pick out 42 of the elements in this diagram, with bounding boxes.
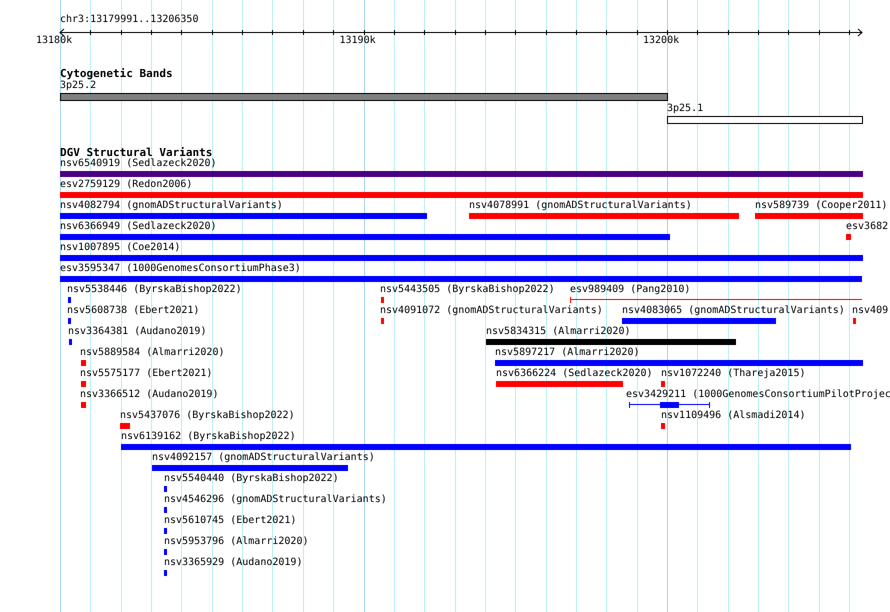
feature-label: esv3682 [846, 221, 888, 233]
feature-label: nsv4546296 (gnomADStructuralVariants) [164, 494, 387, 506]
feature-label: nsv5540440 (ByrskaBishop2022) [164, 473, 339, 485]
feature-label: nsv5437076 (ByrskaBishop2022) [120, 410, 295, 422]
feature-label: nsv5443505 (ByrskaBishop2022) [380, 284, 555, 296]
feature-label: nsv4078991 (gnomADStructuralVariants) [469, 200, 692, 212]
feature-label: nsv5608738 (Ebert2021) [67, 305, 200, 317]
axis-tick-label: 13180k [36, 35, 72, 47]
feature-label: nsv1072240 (Thareja2015) [661, 368, 806, 380]
feature-label: nsv5953796 (Almarri2020) [164, 536, 308, 548]
feature-label: nsv6139162 (ByrskaBishop2022) [121, 431, 296, 443]
track-title: DGV Structural Variants [60, 146, 212, 159]
feature-label: nsv5834315 (Almarri2020) [486, 326, 630, 338]
feature-label: nsv5575177 (Ebert2021) [80, 368, 212, 380]
feature-label: nsv409 [852, 305, 888, 317]
feature-label: esv989409 (Pang2010) [570, 284, 690, 296]
feature-label: nsv1007895 (Coe2014) [60, 242, 180, 254]
feature-label: nsv3365929 (Audano2019) [164, 557, 302, 569]
axis-tick-label: 13200k [643, 35, 680, 47]
track-title: Cytogenetic Bands [60, 67, 173, 80]
feature-label: nsv4082794 (gnomADStructuralVariants) [60, 200, 283, 212]
feature-label: nsv5889584 (Almarri2020) [80, 347, 224, 359]
feature-label: nsv5897217 (Almarri2020) [495, 347, 640, 359]
band-label: 3p25.1 [667, 103, 704, 115]
feature-label: nsv3366512 (Audano2019) [80, 389, 218, 401]
feature-label: nsv6540919 (Sedlazeck2020) [60, 158, 217, 170]
feature-label: nsv4092157 (gnomADStructuralVariants) [152, 452, 375, 464]
feature-label: nsv4091072 (gnomADStructuralVariants) [380, 305, 603, 317]
axis-tick-label: 13190k [340, 35, 376, 47]
feature-label: esv2759129 (Redon2006) [60, 179, 192, 191]
band-label: 3p25.2 [60, 80, 96, 92]
feature-label: nsv1109496 (Alsmadi2014) [661, 410, 806, 422]
feature-label: esv3429211 (1000GenomesConsortiumPilotProjec [626, 389, 890, 401]
feature-label: nsv3364381 (Audano2019) [68, 326, 206, 338]
feature-label: nsv6366949 (Sedlazeck2020) [60, 221, 217, 233]
feature-label: nsv5610745 (Ebert2021) [164, 515, 296, 527]
feature-label: nsv4083065 (gnomADStructuralVariants) [622, 305, 845, 317]
feature-label: nsv589739 (Cooper2011) [755, 200, 888, 212]
location-title: chr3:13179991..13206350 [60, 14, 198, 26]
feature-label: nsv6366224 (Sedlazeck2020) [496, 368, 653, 380]
feature-label: esv3595347 (1000GenomesConsortiumPhase3) [60, 263, 301, 275]
feature-label: nsv5538446 (ByrskaBishop2022) [67, 284, 242, 296]
